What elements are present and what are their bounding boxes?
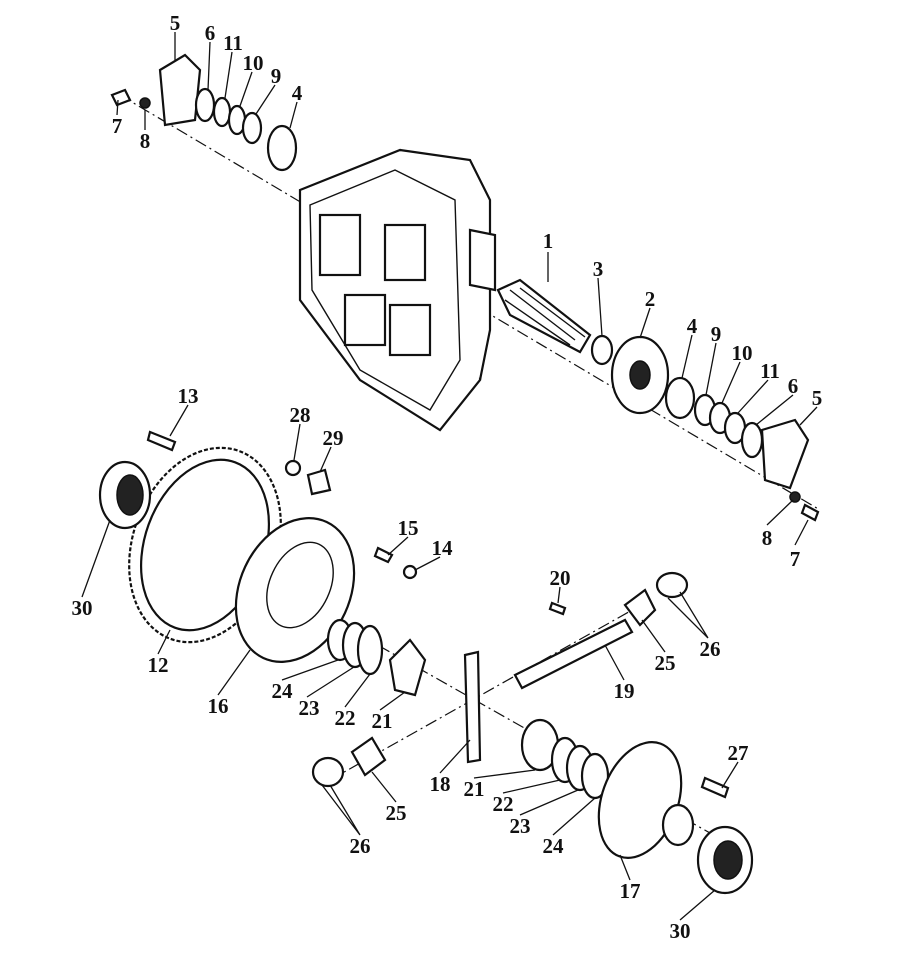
washer-left	[139, 97, 151, 109]
bolt-left	[110, 88, 132, 107]
callout-8: 8	[762, 526, 773, 550]
gasket-right	[740, 421, 764, 459]
bolt-13	[146, 430, 177, 452]
callout-22: 22	[335, 706, 356, 730]
callout-5: 5	[170, 11, 181, 35]
callout-11: 11	[760, 359, 780, 383]
callout-7: 7	[790, 547, 801, 571]
cover-right	[760, 418, 810, 490]
callout-19: 19	[614, 679, 635, 703]
differential-case-right	[597, 741, 695, 859]
cross-shaft-19	[513, 618, 634, 690]
callout-15: 15	[398, 516, 419, 540]
nut-28	[284, 459, 302, 477]
callout-30: 30	[72, 596, 93, 620]
callout-8: 8	[140, 129, 151, 153]
callout-22: 22	[493, 792, 514, 816]
callout-2: 2	[645, 287, 656, 311]
shim-left-3	[241, 111, 263, 145]
callout-26: 26	[700, 637, 721, 661]
washer-right	[789, 491, 801, 503]
pinion-flange	[610, 335, 670, 415]
callout-10: 10	[732, 341, 753, 365]
bearing-30-left	[98, 460, 152, 530]
lock-plate-29	[306, 468, 332, 496]
callout-21: 21	[464, 777, 485, 801]
thrust-washer-26-right	[655, 571, 689, 599]
bearing-right	[664, 376, 696, 420]
callout-9: 9	[711, 322, 722, 346]
callout-16: 16	[208, 694, 229, 718]
cover-left	[158, 53, 202, 127]
callout-11: 11	[223, 31, 243, 55]
bearing-left	[266, 124, 298, 172]
bolt-27	[700, 776, 730, 799]
callout-3: 3	[593, 257, 604, 281]
callout-23: 23	[299, 696, 320, 720]
bearing-30-right	[696, 825, 754, 895]
shim-left-1	[212, 96, 232, 128]
cross-shaft-18	[463, 650, 482, 764]
spacer-ring	[590, 334, 614, 366]
side-gear-21-left	[388, 638, 427, 697]
callout-12: 12	[148, 653, 169, 677]
callout-24: 24	[543, 834, 565, 858]
callout-labels: 5 6 11 10 9 4 7 8 1 3 2 4 9 10 11 6 5 8 …	[72, 11, 823, 943]
callout-10: 10	[243, 51, 264, 75]
callout-25: 25	[655, 651, 676, 675]
callout-6: 6	[205, 21, 216, 45]
bolt-15	[373, 546, 394, 564]
differential-housing	[298, 148, 497, 432]
pinion-shaft	[496, 278, 592, 354]
callout-9: 9	[271, 64, 282, 88]
spider-gear-25-right	[623, 588, 657, 627]
callout-27: 27	[728, 741, 749, 765]
callout-18: 18	[430, 772, 451, 796]
spider-axis-line	[329, 599, 651, 781]
callout-4: 4	[292, 81, 303, 105]
leader-lines	[81, 32, 818, 921]
nut-14	[402, 564, 418, 580]
callout-21: 21	[372, 709, 393, 733]
callout-14: 14	[432, 536, 454, 560]
callout-4: 4	[687, 314, 698, 338]
gasket-left	[194, 87, 216, 123]
callout-28: 28	[290, 403, 311, 427]
callout-1: 1	[543, 229, 554, 253]
callout-29: 29	[323, 426, 344, 450]
callout-6: 6	[788, 374, 799, 398]
washer-22-left	[356, 624, 384, 676]
spider-gear-25-left	[350, 736, 387, 777]
callout-17: 17	[620, 879, 641, 903]
callout-7: 7	[112, 114, 123, 138]
pin-20	[548, 601, 567, 616]
callout-26: 26	[350, 834, 371, 858]
differential-case-left	[234, 517, 356, 663]
callout-25: 25	[386, 801, 407, 825]
callout-24: 24	[272, 679, 294, 703]
callout-20: 20	[550, 566, 571, 590]
callout-23: 23	[510, 814, 531, 838]
callout-5: 5	[812, 386, 823, 410]
callout-13: 13	[178, 384, 199, 408]
callout-30: 30	[670, 919, 691, 943]
bolt-right	[800, 503, 820, 522]
thrust-washer-26-left	[311, 756, 345, 788]
